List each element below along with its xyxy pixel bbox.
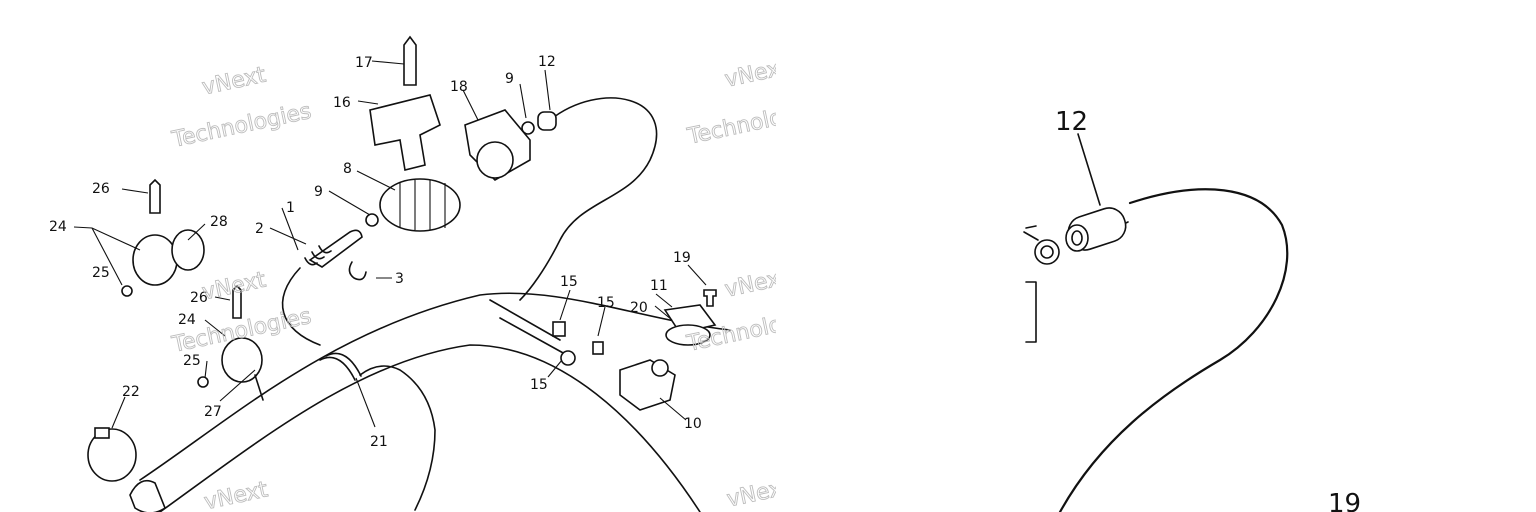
clamp-15-c xyxy=(560,350,576,366)
detail-view: 12 19 xyxy=(1023,107,1361,512)
fuel-filter-8 xyxy=(379,178,461,232)
hose-collar-21 xyxy=(319,352,362,381)
fuel-hose-12 xyxy=(519,97,658,301)
rivet-26-lower xyxy=(232,284,242,319)
callout-20: 20 xyxy=(630,300,648,316)
callout-22: 22 xyxy=(122,384,140,400)
clamp-22-buckle xyxy=(94,427,110,439)
callout-8: 8 xyxy=(343,161,352,177)
callout-labels: 17 16 18 9 12 8 9 26 28 24 25 1 2 3 26 2… xyxy=(49,54,702,450)
clamp-15-a xyxy=(552,321,566,337)
hose-15-a xyxy=(489,299,561,341)
fuel-filter-ribs xyxy=(399,180,446,230)
gasket-20 xyxy=(665,324,711,346)
callout-25: 25 xyxy=(183,353,201,369)
main-hose-lower xyxy=(159,344,701,512)
callout-10: 10 xyxy=(684,416,702,432)
washer-25-upper xyxy=(121,285,133,297)
watermark-line2: Technologies xyxy=(169,99,313,153)
hose-end-cap xyxy=(129,479,166,512)
fuel-cock-knob xyxy=(651,359,669,377)
washer-25-lower xyxy=(197,376,209,388)
callout-24: 24 xyxy=(178,312,196,328)
clip-3 xyxy=(348,261,367,281)
detail-hose-12 xyxy=(1058,188,1289,512)
detail-callout-19: 19 xyxy=(1328,489,1361,512)
callout-15: 15 xyxy=(560,274,578,290)
callout-9: 9 xyxy=(505,71,514,87)
view-separator-mask xyxy=(776,0,1536,512)
screw-19 xyxy=(703,289,717,307)
callout-25: 25 xyxy=(92,265,110,281)
callout-28: 28 xyxy=(210,214,228,230)
clamp-9-lower xyxy=(365,213,379,227)
callout-19: 19 xyxy=(673,250,691,266)
clamp-9-upper xyxy=(521,121,535,135)
hose-1 xyxy=(308,229,363,268)
callout-12: 12 xyxy=(538,54,556,70)
hose-2 xyxy=(281,267,321,346)
hose-2-coil xyxy=(304,245,332,266)
detail-leader-12 xyxy=(1077,133,1101,206)
detail-clamp-9-inner xyxy=(1040,245,1054,259)
main-hose-upper xyxy=(139,292,731,481)
hose-end-12 xyxy=(537,111,557,131)
callout-26: 26 xyxy=(92,181,110,197)
detail-hose-opening-inner xyxy=(1071,230,1083,246)
callout-3: 3 xyxy=(395,271,404,287)
clamp-27 xyxy=(254,374,264,401)
hose-21 xyxy=(359,365,436,511)
callout-9: 9 xyxy=(314,184,323,200)
clamp-22 xyxy=(87,428,137,482)
callout-24: 24 xyxy=(49,219,67,235)
clamp-28 xyxy=(171,229,205,271)
callout-15: 15 xyxy=(530,377,548,393)
clamp-15-b xyxy=(592,341,604,355)
clamp-24-upper xyxy=(132,234,178,286)
rivet-26-upper xyxy=(149,178,161,214)
bracket-18-hole xyxy=(476,141,514,179)
detail-callout-12: 12 xyxy=(1055,107,1088,137)
hose-15-b xyxy=(499,317,566,355)
callout-1: 1 xyxy=(286,200,295,216)
callout-11: 11 xyxy=(650,278,668,294)
detail-bracket-18-edge xyxy=(1025,281,1037,343)
callout-17: 17 xyxy=(355,55,373,71)
callout-21: 21 xyxy=(370,434,388,450)
callout-26: 26 xyxy=(190,290,208,306)
watermark-line1: vNext xyxy=(200,63,268,101)
callout-27: 27 xyxy=(204,404,222,420)
callout-16: 16 xyxy=(333,95,351,111)
detail-clamp-tab xyxy=(1023,225,1039,241)
callout-15: 15 xyxy=(597,295,615,311)
callout-2: 2 xyxy=(255,221,264,237)
leader-lines xyxy=(73,60,707,429)
watermark-line1: vNext xyxy=(202,477,270,512)
rivet-17 xyxy=(403,35,417,86)
callout-18: 18 xyxy=(450,79,468,95)
bracket-16 xyxy=(369,94,441,171)
exploded-view: 17 16 18 9 12 8 9 26 28 24 25 1 2 3 26 2… xyxy=(49,35,830,512)
